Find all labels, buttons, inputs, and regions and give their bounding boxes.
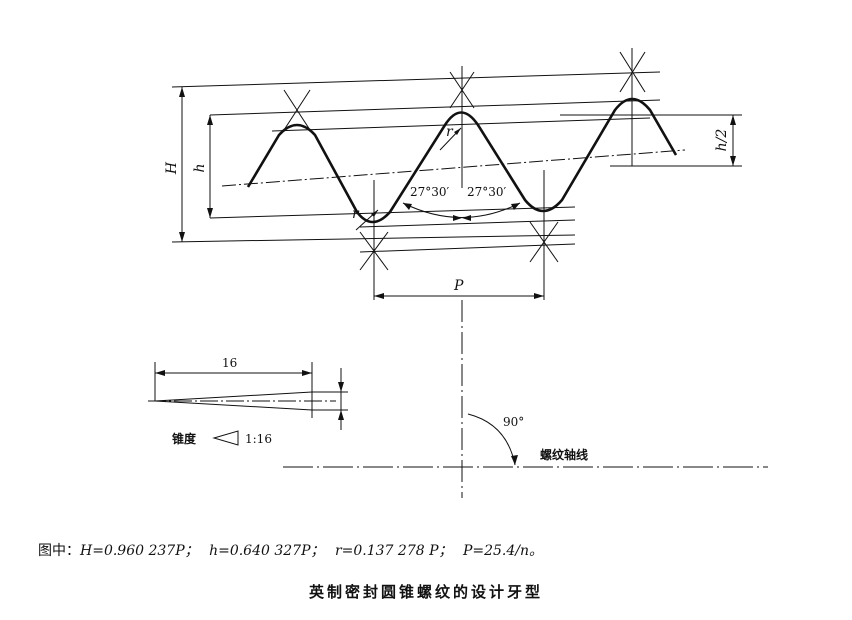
formula-H: H=0.960 237P；	[80, 543, 199, 559]
arrow-90	[511, 455, 518, 465]
formula-r: r=0.137 278 P；	[334, 543, 453, 559]
arrow-h-top	[207, 115, 213, 125]
arrow-16-right	[302, 370, 312, 376]
figure-caption: 英制密封圆锥螺纹的设计牙型	[308, 583, 543, 601]
root-extension-line	[359, 243, 576, 253]
taper-ratio-label: 1:16	[245, 432, 272, 446]
arrow-P-left	[374, 293, 384, 299]
arrow-r-lower	[371, 210, 378, 217]
arrow-hhalf-top	[730, 115, 736, 125]
formula-h: h=0.640 327P；	[209, 543, 325, 559]
arrow-H-top	[179, 87, 185, 97]
arrow-angle-left	[403, 203, 412, 210]
angle-right-label: 27°30′	[467, 185, 507, 199]
length-16-label: 16	[222, 356, 237, 370]
arrow-h-bottom	[207, 208, 213, 218]
arrow-angle-right	[511, 203, 520, 210]
taper-lower-edge	[154, 400, 313, 411]
pitch-label: P	[453, 278, 464, 294]
angle-left-label: 27°30′	[410, 185, 450, 199]
apex-cross-1b	[283, 89, 311, 131]
pitch-line	[221, 149, 686, 187]
arrow-taper-top	[338, 382, 344, 392]
taper-label: 锥度	[172, 431, 197, 446]
H-label: H	[164, 161, 180, 175]
thread-profile-curve	[246, 97, 678, 224]
root-truncation-line	[359, 219, 576, 228]
r-label-lower: r	[352, 206, 360, 222]
arrow-hhalf-bottom	[730, 156, 736, 166]
formula-P: P=25.4/n。	[462, 543, 544, 559]
arrow-angle-mid-l	[453, 215, 462, 221]
arrow-angle-mid-r	[462, 215, 471, 221]
right-angle-label: 90°	[503, 415, 524, 429]
crest-truncation-line	[209, 99, 661, 116]
arrow-taper-bottom	[338, 410, 344, 420]
arrow-16-left	[155, 370, 165, 376]
h-label: h	[192, 163, 208, 172]
arrow-r-upper	[454, 128, 461, 135]
arrow-P-right	[534, 293, 544, 299]
taper-upper-edge	[154, 391, 313, 402]
thread-axis-label: 螺纹轴线	[540, 447, 588, 462]
crest-triangle-line	[171, 71, 661, 88]
crest-flat-line	[271, 117, 651, 132]
formula-prefix: 图中：	[38, 543, 80, 559]
h-half-label: h/2	[714, 129, 730, 152]
formula-line: 图中：H=0.960 237P； h=0.640 327P； r=0.137 2…	[38, 540, 549, 560]
arrow-H-bottom	[179, 232, 185, 242]
taper-symbol-icon	[212, 430, 239, 446]
r-label-upper: r	[446, 124, 454, 140]
flank-angle-arc	[402, 202, 521, 218]
